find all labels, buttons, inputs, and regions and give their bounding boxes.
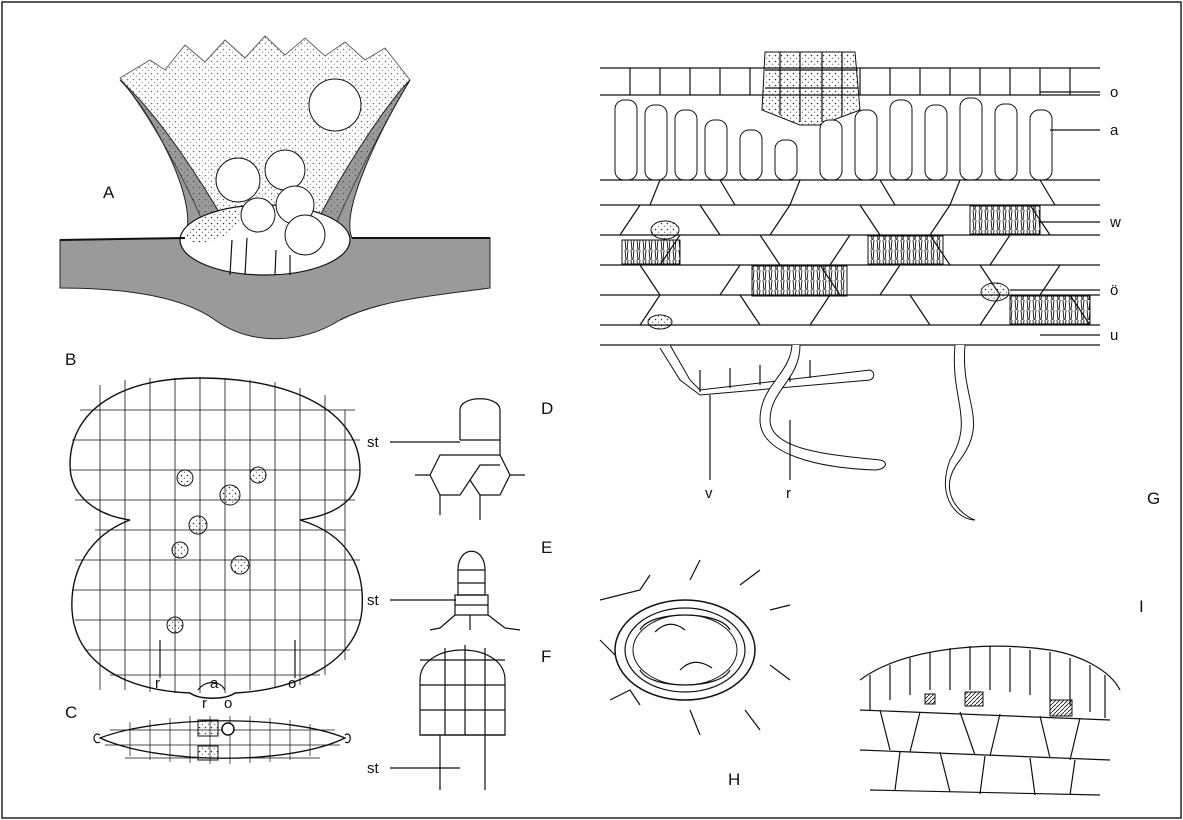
panel-g-label-r: r: [786, 485, 791, 502]
panel-b-gemma: [70, 378, 362, 698]
panel-e-label-st: st: [367, 592, 380, 609]
panel-g-label-w: w: [1109, 214, 1121, 231]
panel-f-label-st: st: [367, 760, 380, 777]
panel-g-label-v: v: [705, 485, 713, 502]
panel-g-label-a: a: [1110, 122, 1119, 139]
panel-c-label-o: o: [224, 695, 232, 712]
panel-c-label: C: [65, 703, 77, 722]
panel-c-label-r: r: [202, 695, 207, 712]
panel-d-label: D: [541, 399, 553, 418]
panel-h-drawing: [600, 560, 790, 735]
panel-d-label-st: st: [367, 434, 380, 451]
panel-a-label: A: [103, 183, 115, 202]
panel-b-label-r: r: [155, 675, 160, 692]
panel-f-label: F: [541, 647, 551, 666]
panel-e-label: E: [541, 538, 552, 557]
panel-d-drawing: [415, 399, 525, 520]
panel-b-label: B: [65, 350, 76, 369]
panel-a-drawing: [60, 36, 490, 339]
panel-i-drawing: [860, 646, 1120, 795]
panel-b-label-o: o: [288, 675, 296, 692]
panel-g-label-o: o: [1110, 84, 1118, 101]
panel-b-label-a: a: [210, 675, 219, 692]
panel-c-gemma-section: [94, 716, 350, 764]
panel-i-label: I: [1139, 597, 1144, 616]
panel-e-drawing: [430, 551, 520, 630]
panel-g-label: G: [1147, 489, 1160, 508]
panel-g-thallus-section: [600, 52, 1100, 520]
panel-g-label-u: u: [1110, 327, 1118, 344]
panel-g-label-oe: ö: [1110, 282, 1118, 299]
panel-h-label: H: [728, 770, 740, 789]
